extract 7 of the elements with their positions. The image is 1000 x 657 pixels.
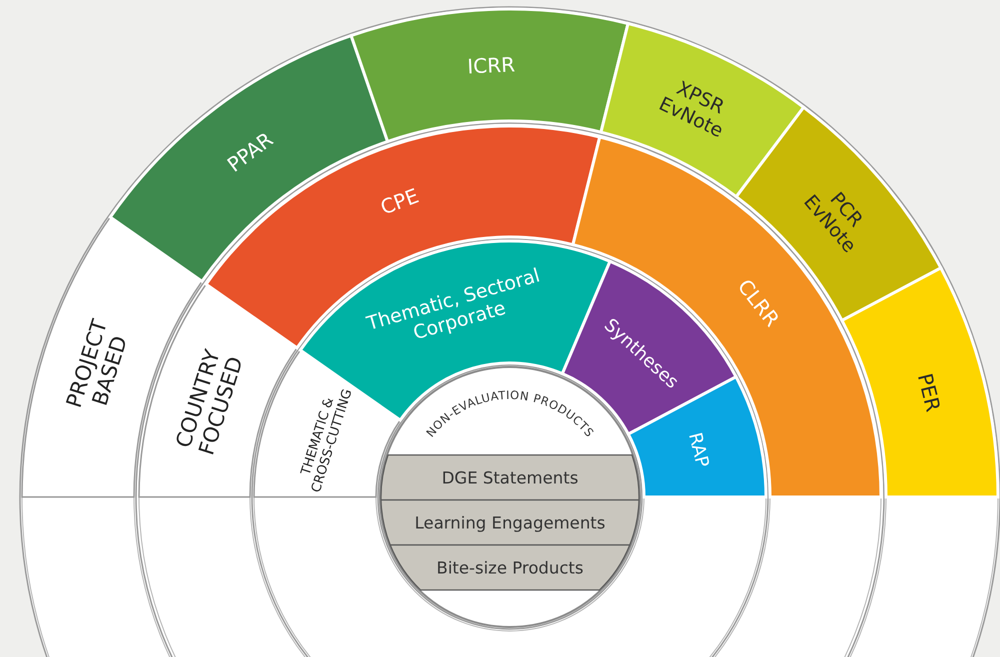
band-label: Bite-size Products — [436, 558, 584, 578]
sector-label: RAP — [684, 430, 713, 470]
sector-label: ICRR — [466, 52, 516, 78]
band-label: Learning Engagements — [414, 514, 606, 532]
band-label: DGE Statements — [442, 468, 578, 488]
sector-label: PER — [912, 370, 946, 414]
sector-label: CPE — [377, 183, 422, 220]
